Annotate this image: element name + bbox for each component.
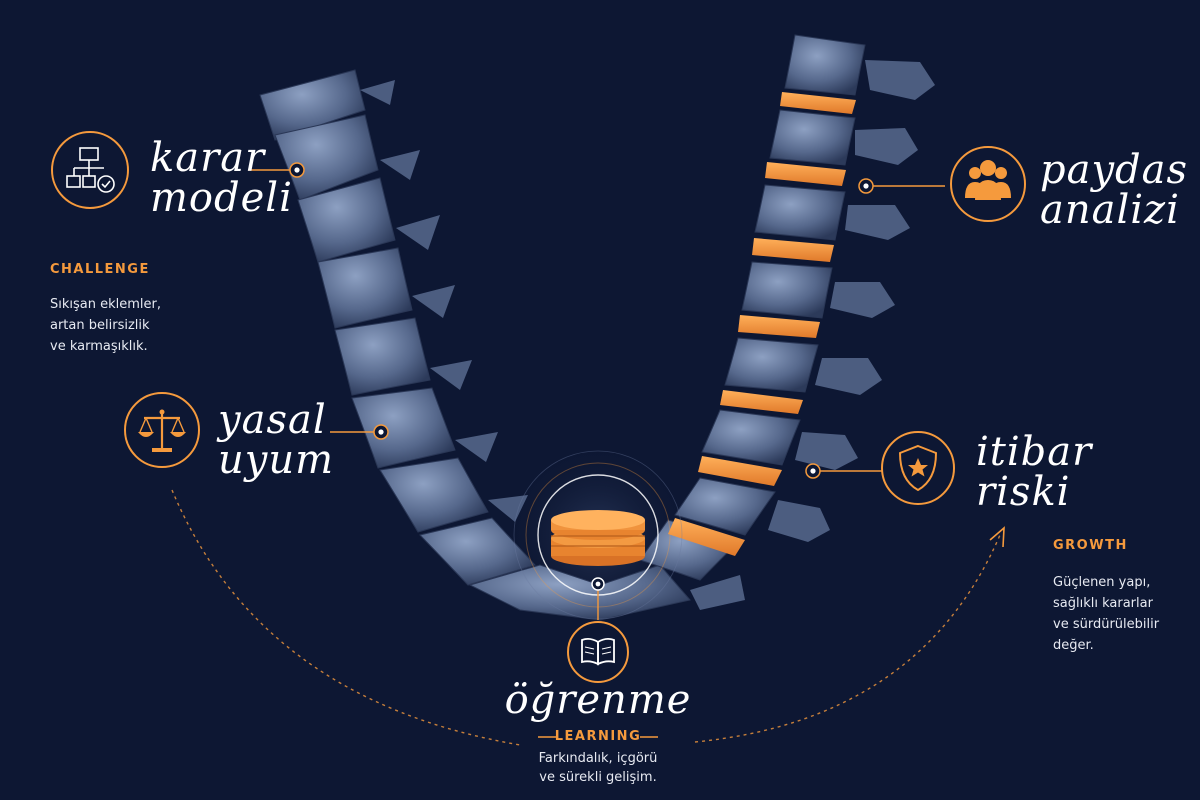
balance-scale-icon bbox=[124, 392, 200, 468]
label-karar-line2: modeli bbox=[150, 175, 293, 221]
label-ogrenme-line1: öğrenme bbox=[504, 677, 692, 723]
label-itibar-riski: itibar riski bbox=[976, 432, 1092, 512]
growth-line: ve sürdürülebilir bbox=[1053, 617, 1160, 632]
growth-arc-right bbox=[694, 534, 1001, 743]
learning-heading: LEARNING bbox=[554, 729, 642, 744]
challenge-line: Sıkışan eklemler, bbox=[50, 297, 162, 312]
label-yasal-line1: yasal bbox=[218, 397, 327, 443]
flowchart-check-icon bbox=[51, 131, 129, 209]
label-paydas-line2: analizi bbox=[1040, 187, 1180, 233]
label-karar-line1: karar bbox=[150, 135, 266, 181]
label-itibar-line1: itibar bbox=[976, 429, 1093, 475]
label-paydas-line1: paydas bbox=[1040, 147, 1189, 193]
learning-description: Farkındalık, içgörü ve sürekli gelişim. bbox=[498, 749, 698, 787]
label-yasal-uyum: yasal uyum bbox=[218, 400, 334, 480]
label-itibar-line2: riski bbox=[976, 469, 1071, 515]
growth-description: Güçlenen yapı, sağlıklı kararlar ve sürd… bbox=[1053, 572, 1159, 656]
arrow-head-icon bbox=[989, 526, 1005, 548]
challenge-heading: CHALLENGE bbox=[50, 262, 150, 277]
growth-line: sağlıklı kararlar bbox=[1053, 596, 1153, 611]
spine-right bbox=[639, 34, 935, 581]
label-karar-modeli: karar modeli bbox=[150, 138, 293, 218]
label-ogrenme: öğrenme bbox=[498, 680, 698, 720]
open-book-icon bbox=[567, 621, 629, 683]
label-yasal-line2: uyum bbox=[218, 437, 335, 483]
challenge-line: artan belirsizlik bbox=[50, 318, 150, 333]
center-disc bbox=[513, 450, 683, 620]
label-paydas-analizi: paydas analizi bbox=[1040, 150, 1188, 230]
learning-line: ve sürekli gelişim. bbox=[539, 770, 657, 785]
learning-line: Farkındalık, içgörü bbox=[538, 751, 658, 766]
growth-line: değer. bbox=[1053, 638, 1094, 653]
challenge-line: ve karmaşıklık. bbox=[50, 339, 148, 354]
growth-heading: GROWTH bbox=[1053, 538, 1128, 553]
challenge-description: Sıkışan eklemler, artan belirsizlik ve k… bbox=[50, 294, 161, 357]
growth-line: Güçlenen yapı, bbox=[1053, 575, 1151, 590]
shield-star-icon bbox=[881, 431, 955, 505]
people-group-icon bbox=[950, 146, 1026, 222]
spine-left bbox=[259, 69, 536, 586]
spine-discs bbox=[668, 92, 856, 556]
